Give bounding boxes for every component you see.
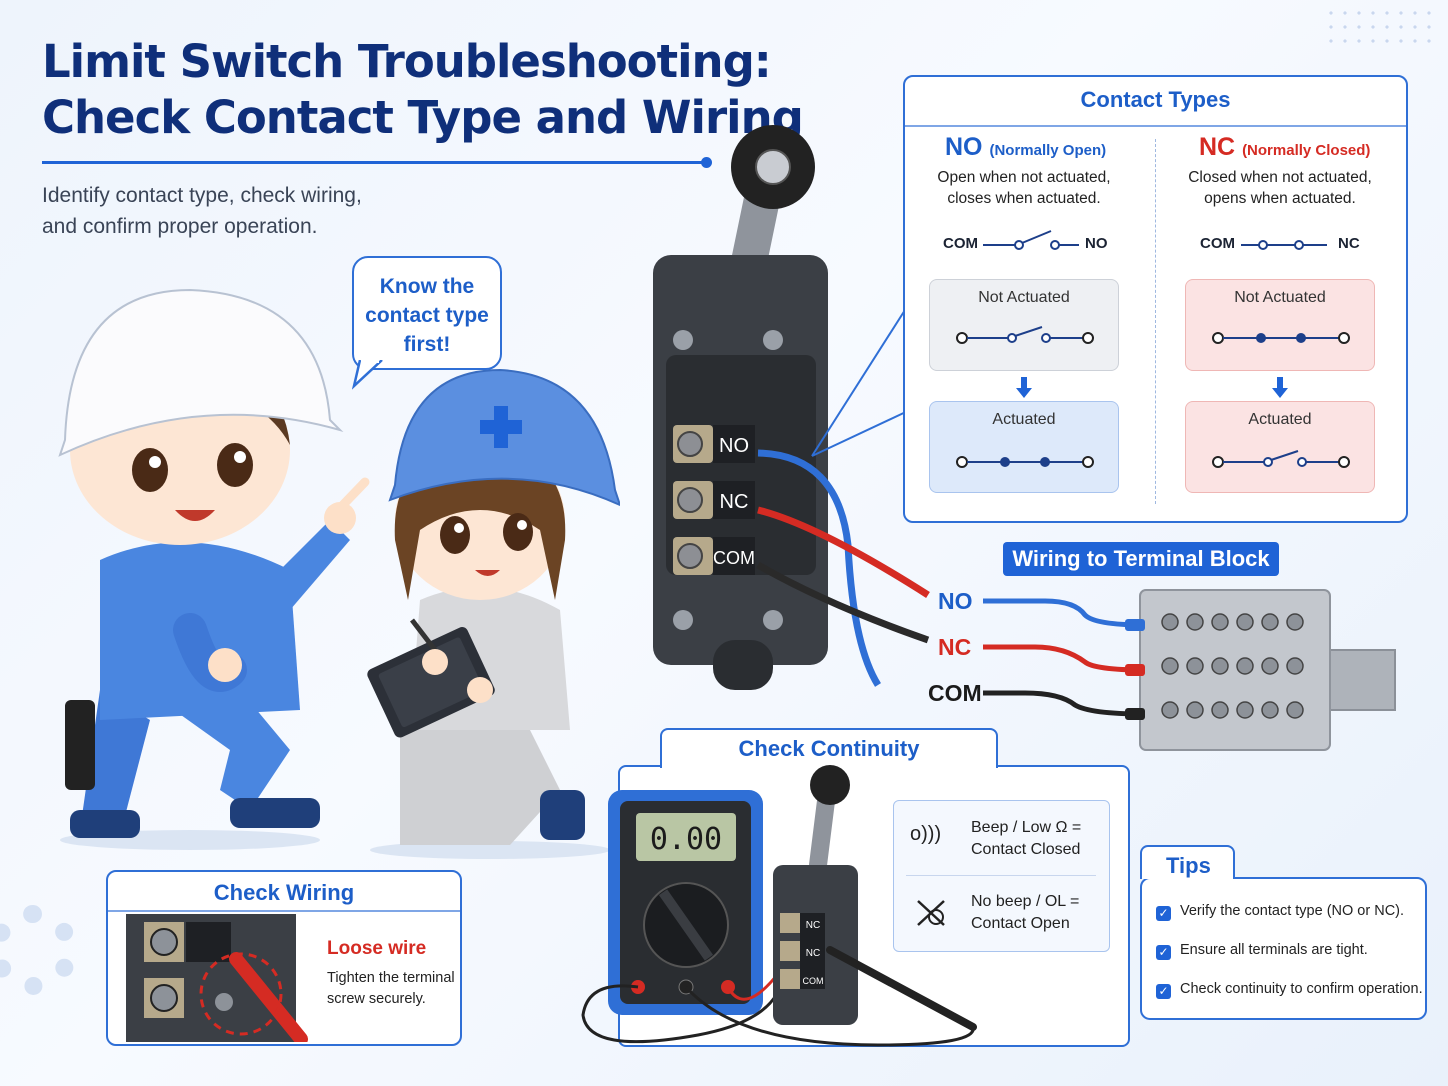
column-divider xyxy=(1155,139,1156,504)
meter-reading: 0.00 xyxy=(650,822,722,857)
gear-icon xyxy=(0,905,78,995)
contact-types-title: Contact Types xyxy=(1080,87,1231,112)
wire-label-no: NO xyxy=(938,588,973,614)
no-term-label: NO xyxy=(1085,235,1108,252)
wire-label-com: COM xyxy=(928,680,982,706)
tip-item: ✓Verify the contact type (NO or NC). xyxy=(1156,903,1404,921)
no-closed-contact xyxy=(956,456,1094,468)
title-underline-dot xyxy=(701,157,712,168)
no-beep-icon xyxy=(917,900,945,926)
beep-icon: o))) xyxy=(910,823,942,845)
female-worker xyxy=(367,368,620,859)
tips-title: Tips xyxy=(1166,853,1211,878)
page-title: Limit Switch Troubleshooting: Check Cont… xyxy=(42,34,804,146)
continuity-legend: o))) Beep / Low Ω = Contact Closed No be… xyxy=(893,800,1110,952)
subtitle: Identify contact type, check wiring, and… xyxy=(42,184,362,238)
nc-term-label: NC xyxy=(1338,235,1360,252)
speech-bubble: Know the contact type first! xyxy=(352,256,502,370)
terminal-label-com: COM xyxy=(713,548,755,568)
nc-open-contact xyxy=(1212,450,1350,468)
title-line-2: Check Contact Type and Wiring xyxy=(42,91,804,144)
nc-com-label: COM xyxy=(1200,235,1235,252)
continuity-title: Check Continuity xyxy=(738,736,920,761)
speech-bubble-tail xyxy=(352,360,383,390)
no-description: Open when not actuated, closes when actu… xyxy=(937,169,1111,207)
arrow-down-icon xyxy=(1272,377,1288,398)
arrow-down-icon xyxy=(1016,377,1032,398)
no-symbol xyxy=(983,230,1079,250)
nc-description: Closed when not actuated, opens when act… xyxy=(1188,169,1372,207)
callout-lines xyxy=(811,309,911,457)
no-not-actuated-box: Not Actuated xyxy=(929,279,1119,371)
wire-label-nc: NC xyxy=(938,634,972,660)
mini-terminal-1: NC xyxy=(806,920,820,931)
nc-heading: NC (Normally Closed) xyxy=(1199,133,1371,161)
no-com-label: COM xyxy=(943,235,978,252)
no-open-contact xyxy=(956,326,1094,344)
beep-legend: Beep / Low Ω = Contact Closed xyxy=(971,819,1082,858)
mini-terminal-2: NC xyxy=(806,948,820,959)
no-beep-legend: No beep / OL = Contact Open xyxy=(971,893,1080,932)
continuity-title-tab: Check Continuity xyxy=(660,728,998,768)
workers-illustration xyxy=(58,288,620,859)
tips-title-tab: Tips xyxy=(1140,845,1235,879)
title-line-1: Limit Switch Troubleshooting: xyxy=(42,35,772,88)
tips-panel: ✓Verify the contact type (NO or NC). ✓En… xyxy=(1140,877,1427,1020)
check-wiring-panel: Check Wiring Loose wire Tighten the term… xyxy=(106,870,462,1046)
contact-types-divider xyxy=(905,125,1406,127)
check-wiring-title: Check Wiring xyxy=(213,880,355,905)
checkbox-checked-icon: ✓ xyxy=(1156,984,1171,999)
dot-pattern xyxy=(1324,6,1434,46)
nc-not-actuated-box: Not Actuated xyxy=(1185,279,1375,371)
terminal-label-nc: NC xyxy=(720,491,749,513)
title-underline xyxy=(42,161,706,164)
wiring-title: Wiring to Terminal Block xyxy=(1003,542,1279,576)
tip-item: ✓Check continuity to confirm operation. xyxy=(1156,981,1423,999)
multimeter-illustration: 0.00 NC NC COM xyxy=(581,765,977,1047)
nc-actuated-box: Actuated xyxy=(1185,401,1375,493)
nc-closed-contact xyxy=(1212,332,1350,344)
terminal-block-illustration xyxy=(983,589,1396,751)
nc-symbol xyxy=(1241,240,1327,250)
loose-wire-warning: Loose wire xyxy=(327,938,427,959)
limit-switch-illustration: NO NC COM xyxy=(653,125,930,690)
tip-item: ✓Ensure all terminals are tight. xyxy=(1156,942,1368,960)
contact-types-panel: Contact Types NO (Normally Open) Open wh… xyxy=(903,75,1408,523)
terminal-label-no: NO xyxy=(719,435,749,457)
checkbox-checked-icon: ✓ xyxy=(1156,906,1171,921)
mini-terminal-3: COM xyxy=(803,976,824,986)
no-actuated-box: Actuated xyxy=(929,401,1119,493)
no-heading: NO (Normally Open) xyxy=(945,133,1107,161)
male-worker xyxy=(58,288,370,850)
checkbox-checked-icon: ✓ xyxy=(1156,945,1171,960)
loose-wire-illustration xyxy=(126,914,308,1042)
check-wiring-desc: Tighten the terminal screw securely. xyxy=(327,970,455,1007)
